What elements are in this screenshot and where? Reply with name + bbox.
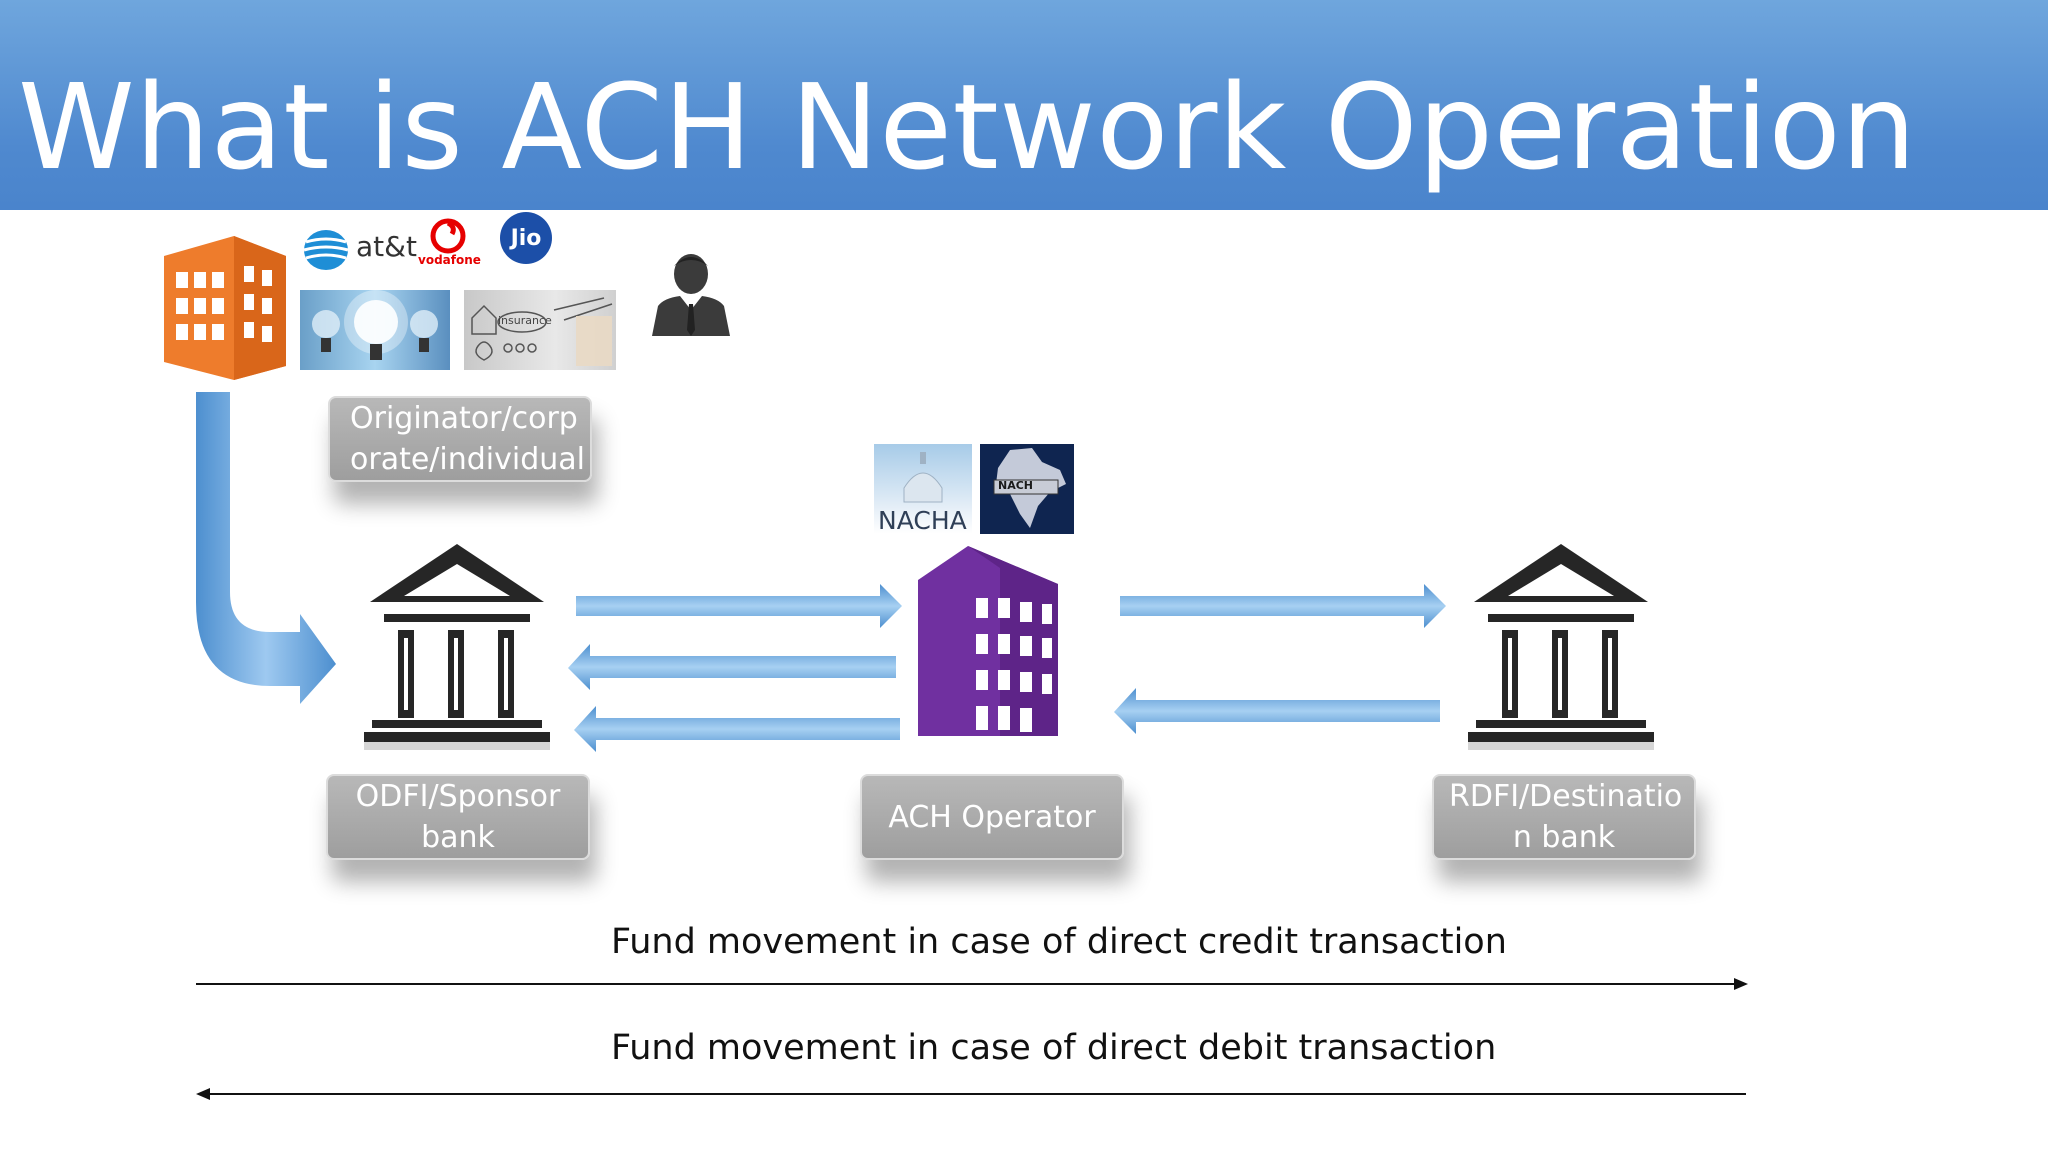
purple-office-building-icon [918, 546, 1058, 736]
rdfi-label-box: RDFI/Destinatio n bank [1432, 774, 1696, 860]
operator-to-odfi-arrow-2 [574, 706, 900, 752]
originator-label: Originator/corp orate/individual [350, 401, 585, 477]
jio-logo-icon: Jio [500, 212, 552, 264]
nach-logo: NACH [980, 444, 1074, 534]
att-logo-text: at&t [356, 230, 417, 263]
vodafone-logo-icon [430, 218, 466, 254]
nacha-logo-text: NACHA [878, 506, 967, 534]
debit-caption: Fund movement in case of direct debit tr… [611, 1028, 1497, 1068]
originator-to-odfi-arrow [196, 392, 336, 704]
credit-caption: Fund movement in case of direct credit t… [611, 922, 1507, 962]
light-bulb-photo [300, 290, 450, 370]
orange-office-building-icon [164, 236, 286, 380]
nacha-logo: NACHA [874, 444, 972, 534]
rdfi-bank-icon [1468, 544, 1654, 750]
operator-label-box: ACH Operator [860, 774, 1124, 860]
operator-label: ACH Operator [888, 799, 1096, 835]
rdfi-label: RDFI/Destinatio n bank [1449, 779, 1683, 855]
debit-direction-arrow [196, 1088, 1746, 1100]
slide-title: What is ACH Network Operation [18, 58, 1917, 196]
insurance-sketch-text: insurance [498, 314, 552, 327]
operator-to-odfi-arrow-1 [568, 644, 896, 690]
title-bar [0, 0, 2048, 210]
odfi-label-box: ODFI/Sponsor bank [326, 774, 590, 860]
att-globe-icon [303, 230, 349, 270]
originator-label-box: Originator/corp orate/individual [328, 396, 592, 482]
operator-to-rdfi-arrow [1120, 584, 1446, 628]
odfi-bank-icon [364, 544, 550, 750]
rdfi-to-operator-arrow [1114, 688, 1440, 734]
odfi-to-operator-arrow [576, 584, 902, 628]
nach-logo-text: NACH [998, 479, 1033, 492]
insurance-photo: insurance [464, 290, 616, 370]
credit-direction-arrow [196, 978, 1748, 990]
businessman-icon [652, 254, 730, 336]
vodafone-logo-text: vodafone [418, 253, 481, 267]
jio-logo-text: Jio [510, 225, 542, 251]
odfi-label: ODFI/Sponsor bank [355, 779, 561, 855]
